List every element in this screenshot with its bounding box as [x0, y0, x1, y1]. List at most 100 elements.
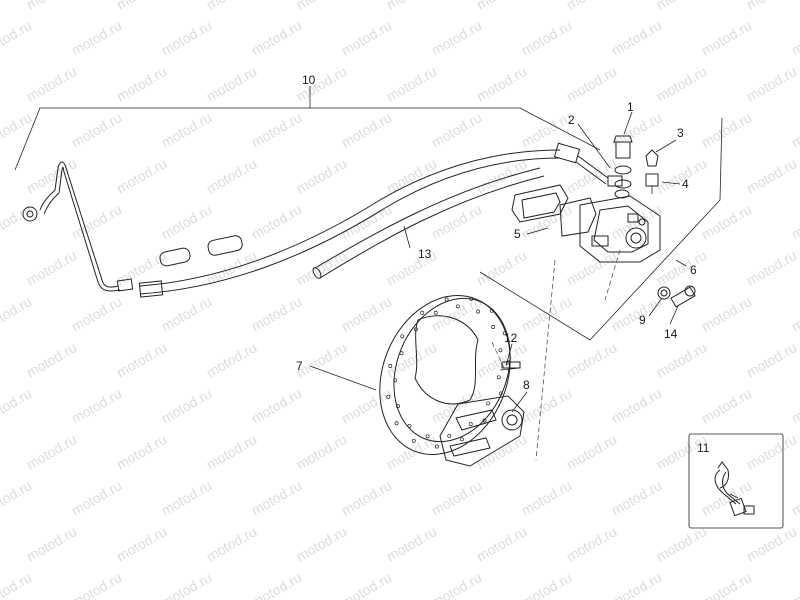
watermark-text: motod.ru — [114, 523, 170, 564]
disc-hole — [425, 434, 430, 439]
callout-9: 9 — [639, 313, 646, 327]
watermark-text: motod.ru — [384, 339, 440, 380]
inset-box-11 — [688, 433, 784, 529]
watermark-text: motod.ru — [564, 0, 620, 13]
watermark-text: motod.ru — [339, 17, 395, 58]
brake-disc — [379, 295, 511, 455]
watermark-text: motod.ru — [249, 569, 305, 600]
watermark-text: motod.ru — [519, 201, 575, 242]
watermark-text: motod.ru — [429, 569, 485, 600]
watermark-text: motod.ru — [114, 431, 170, 472]
watermark-text: motod.ru — [744, 63, 800, 104]
callout-14: 14 — [664, 327, 678, 341]
watermark-text: motod.ru — [204, 155, 260, 196]
disc-hole — [482, 418, 487, 423]
watermark-text: motod.ru — [519, 477, 575, 518]
watermark-text: motod.ru — [159, 17, 215, 58]
watermark-text: motod.ru — [609, 477, 665, 518]
brake-pads — [511, 184, 597, 237]
watermark-text: motod.ru — [789, 385, 800, 426]
watermark-text: motod.ru — [24, 247, 80, 288]
watermark-text: motod.ru — [474, 155, 530, 196]
disc-hole — [388, 364, 393, 368]
disc-hole — [496, 375, 501, 380]
watermark-text: motod.ru — [789, 477, 800, 518]
callout-11: 11 — [697, 441, 710, 455]
watermark-text: motod.ru — [24, 523, 80, 564]
watermark-text: motod.ru — [69, 293, 125, 334]
callout-8: 8 — [523, 378, 530, 392]
watermark-text: motod.ru — [699, 569, 755, 600]
watermark-text: motod.ru — [159, 201, 215, 242]
watermark-text: motod.ru — [294, 523, 350, 564]
callout-1: 1 — [627, 100, 634, 114]
watermark-text: motod.ru — [519, 293, 575, 334]
watermark-text: motod.ru — [744, 339, 800, 380]
watermark-text: motod.ru — [24, 339, 80, 380]
watermark-text: motod.ru — [519, 569, 575, 600]
watermark-text: motod.ru — [339, 293, 395, 334]
callout-7: 7 — [296, 359, 303, 373]
banjo-fittings — [607, 135, 659, 199]
disc-hole — [400, 334, 405, 339]
watermark-text: motod.ru — [609, 385, 665, 426]
disc-hole — [434, 444, 439, 449]
watermark-text: motod.ru — [69, 569, 125, 600]
watermark-text: motod.ru — [159, 477, 215, 518]
disc-hole — [498, 348, 503, 353]
watermark-text: motod.ru — [609, 569, 665, 600]
watermark-text: motod.ru — [744, 523, 800, 564]
watermark-text: motod.ru — [654, 523, 710, 564]
watermark-text: motod.ru — [294, 155, 350, 196]
watermark-text: motod.ru — [249, 477, 305, 518]
watermark-text: motod.ru — [609, 109, 665, 150]
disc-hole — [413, 327, 418, 332]
watermark-text: motod.ru — [69, 201, 125, 242]
watermark-text: motod.ru — [789, 293, 800, 334]
disc-hole — [407, 423, 412, 428]
watermark-text: motod.ru — [69, 477, 125, 518]
watermark-text: motod.ru — [789, 569, 800, 600]
watermark-text: motod.ru — [114, 155, 170, 196]
watermark-text: motod.ru — [564, 339, 620, 380]
watermark-text: motod.ru — [114, 0, 170, 13]
watermark-text: motod.ru — [0, 17, 34, 58]
watermark-text: motod.ru — [654, 247, 710, 288]
watermark-text: motod.ru — [564, 431, 620, 472]
watermark-text: motod.ru — [699, 201, 755, 242]
watermark-text: motod.ru — [699, 17, 755, 58]
callout-4: 4 — [682, 177, 689, 191]
watermark-text: motod.ru — [744, 0, 800, 13]
disc-hole — [411, 438, 416, 443]
watermark-text: motod.ru — [654, 63, 710, 104]
watermark-text: motod.ru — [474, 63, 530, 104]
disc-hole — [394, 421, 399, 426]
watermark-text: motod.ru — [114, 63, 170, 104]
leader-lines — [309, 111, 681, 413]
breather-hose — [312, 167, 545, 279]
watermark-text: motod.ru — [0, 293, 34, 334]
disc-hole — [399, 351, 404, 356]
rigid-brake-pipe — [22, 161, 134, 292]
watermark-text: motod.ru — [69, 385, 125, 426]
watermark-text: motod.ru — [249, 17, 305, 58]
callout-2: 2 — [568, 113, 575, 127]
watermark-text: motod.ru — [744, 431, 800, 472]
watermark-text: motod.ru — [159, 569, 215, 600]
watermark-text: motod.ru — [294, 0, 350, 13]
disc-hole — [444, 297, 449, 302]
disc-hole — [486, 401, 491, 406]
watermark-text: motod.ru — [339, 109, 395, 150]
watermark-text: motod.ru — [789, 201, 800, 242]
watermark-text: motod.ru — [474, 0, 530, 13]
watermark-text: motod.ru — [339, 385, 395, 426]
watermark-text: motod.ru — [384, 431, 440, 472]
callout-12: 12 — [504, 331, 518, 345]
watermark-text: motod.ru — [204, 0, 260, 13]
watermark-text: motod.ru — [429, 109, 485, 150]
disc-hole — [468, 422, 473, 427]
callout-3: 3 — [677, 126, 684, 140]
disc-hole — [433, 310, 438, 315]
